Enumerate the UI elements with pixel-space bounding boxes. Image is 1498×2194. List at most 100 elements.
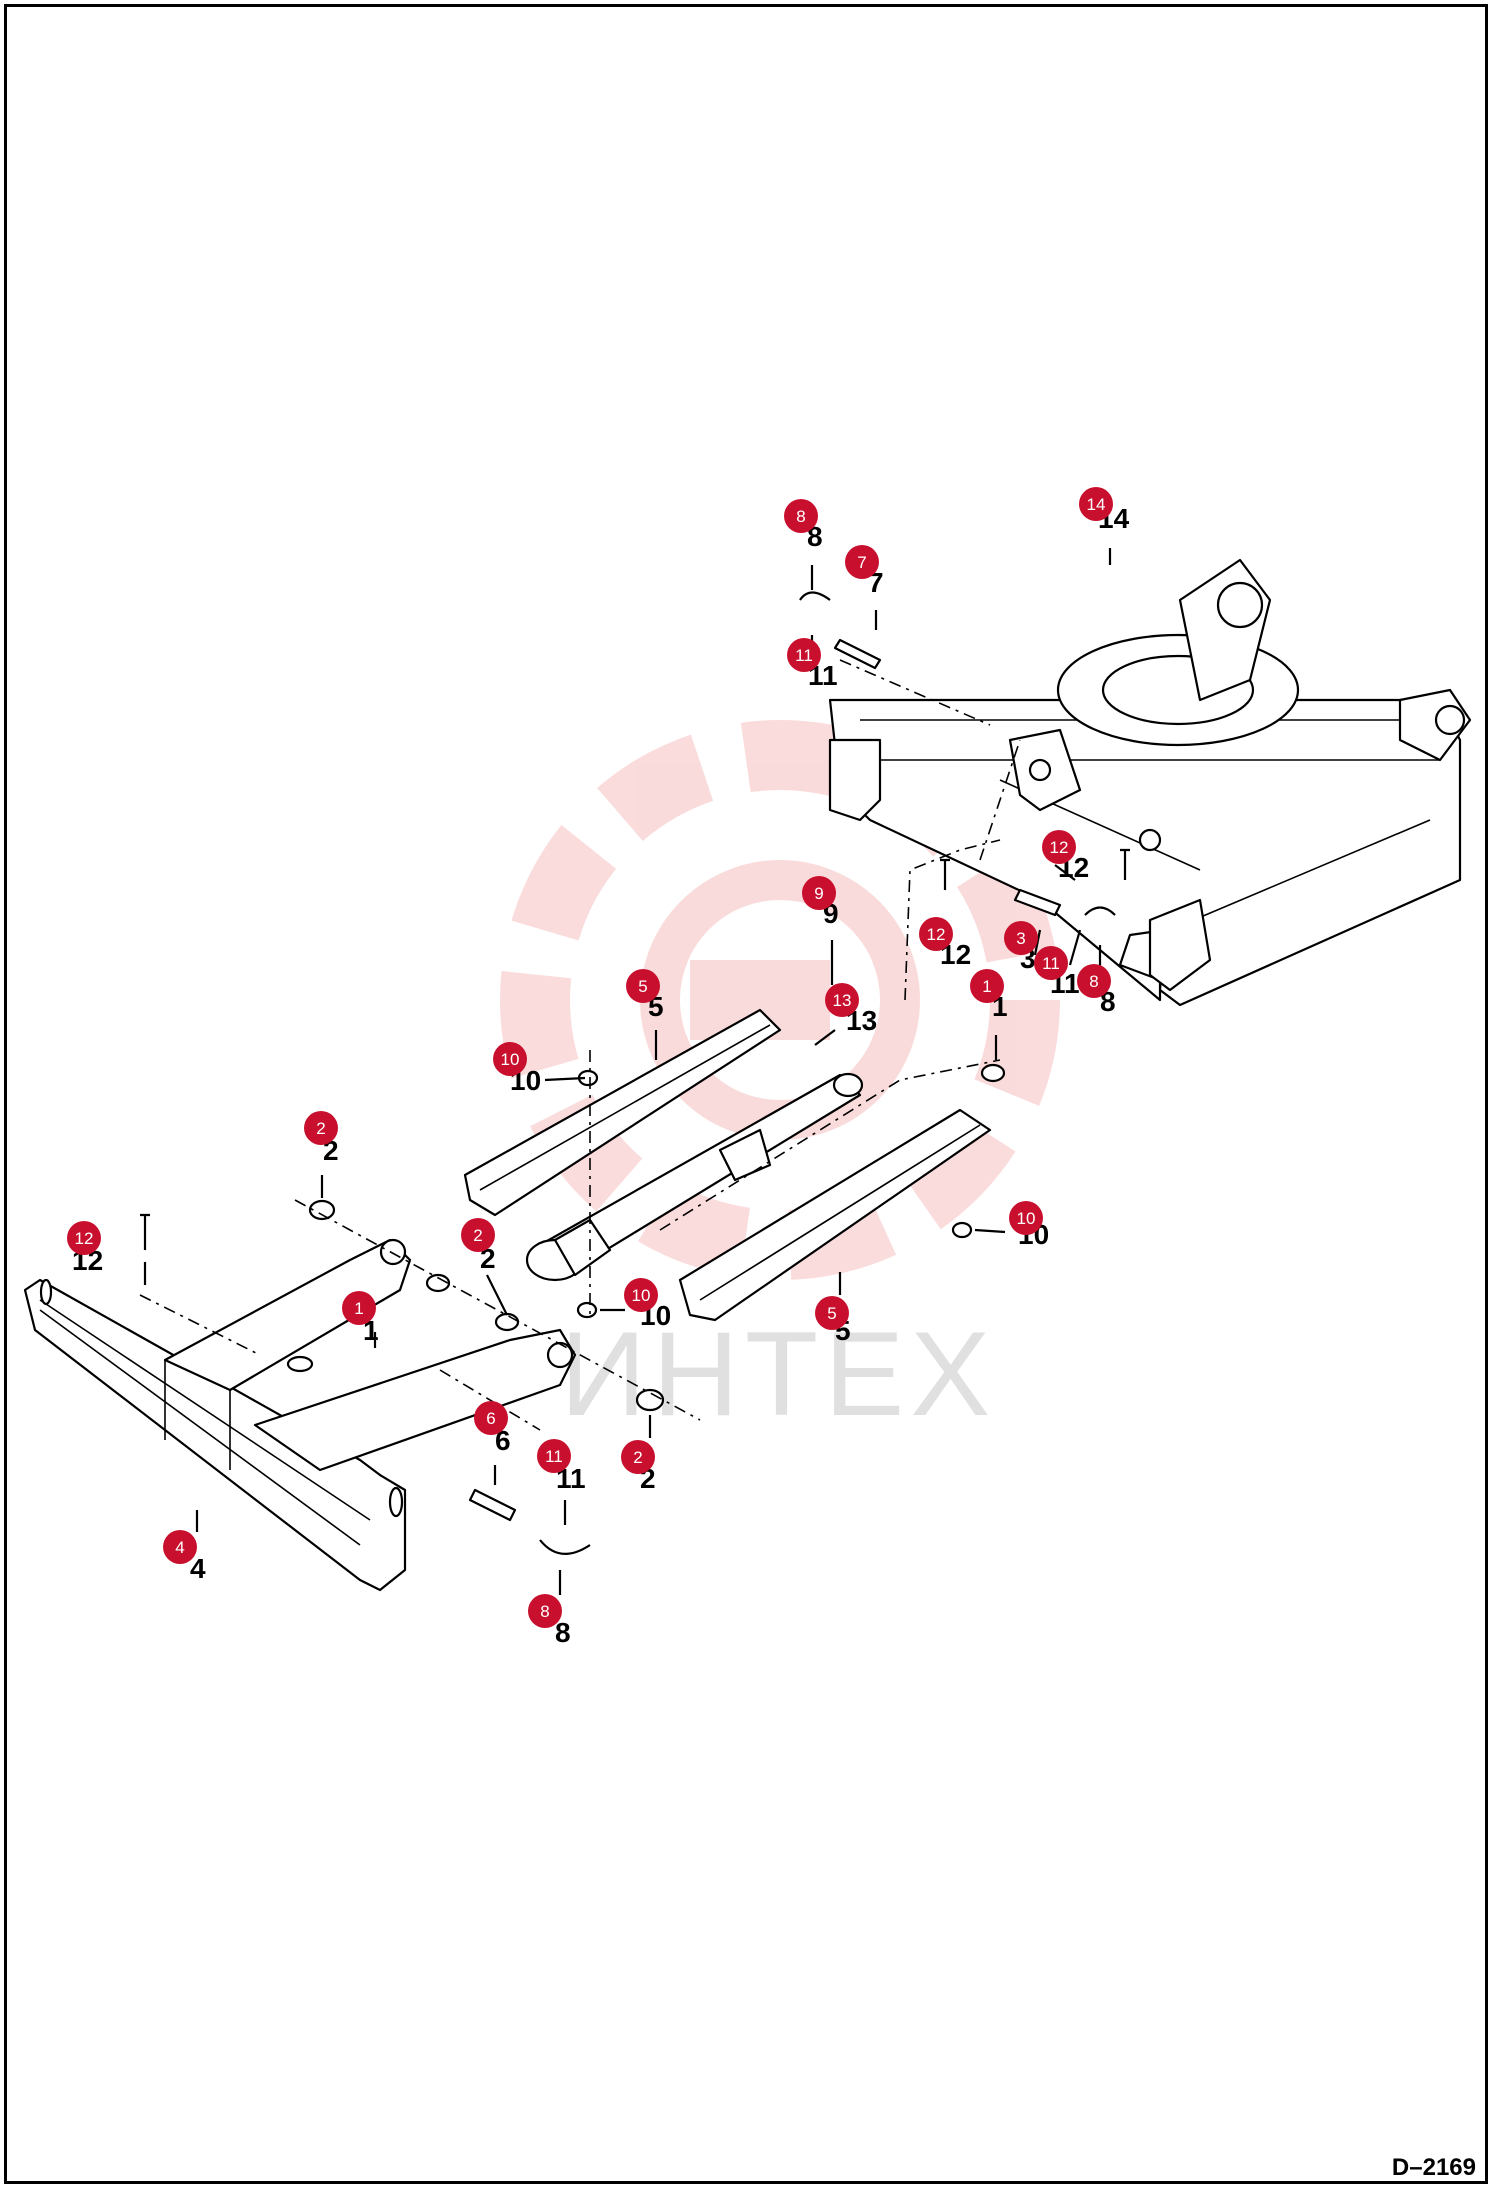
callout-badge-number: 12 — [927, 925, 946, 944]
callout-4: 44 — [163, 1510, 206, 1584]
callout-9: 99 — [802, 876, 839, 985]
callout-badge-number: 5 — [638, 977, 647, 996]
blade-arm-right — [253, 1328, 577, 1472]
assembly-centerlines — [139, 659, 1021, 1431]
callout-badge[interactable] — [474, 1401, 508, 1435]
leader-line — [544, 1076, 586, 1082]
cylinder-cover-upper — [463, 1008, 782, 1217]
callout-badge[interactable] — [1004, 921, 1038, 955]
callout-badge-number: 10 — [1017, 1209, 1036, 1228]
callout-badge[interactable] — [970, 969, 1004, 1003]
callout-badge-number: 10 — [632, 1286, 651, 1305]
callout-badge[interactable] — [621, 1440, 655, 1474]
drawing-code: D–2169 — [1391, 2154, 1476, 2181]
leader-line — [486, 1274, 508, 1316]
callout-badge[interactable] — [624, 1278, 658, 1312]
callout-badge[interactable] — [626, 969, 660, 1003]
callout-badge[interactable] — [528, 1594, 562, 1628]
callout-badge[interactable] — [845, 545, 879, 579]
blade-cylinder — [525, 1072, 864, 1282]
part-number-label: 8 — [555, 1617, 571, 1648]
callout-badge[interactable] — [304, 1111, 338, 1145]
callout-badge-number: 6 — [486, 1409, 495, 1428]
track-frame — [828, 558, 1472, 1007]
pins-washers-bolts — [140, 591, 1130, 1555]
callout-1: 11 — [970, 969, 1008, 1060]
callout-badge[interactable] — [1034, 946, 1068, 980]
callout-badge-number: 3 — [1016, 929, 1025, 948]
leader-line — [974, 1228, 1006, 1234]
callout-badge[interactable] — [919, 917, 953, 951]
callout-badge-number: 9 — [814, 884, 823, 903]
callout-1: 11 — [342, 1291, 379, 1348]
callout-3: 33 — [1004, 921, 1042, 974]
callout-badge[interactable] — [461, 1218, 495, 1252]
callout-5: 55 — [815, 1272, 851, 1346]
leader-line — [1068, 929, 1082, 966]
callout-badge-number: 12 — [75, 1229, 94, 1248]
callout-badge-number: 2 — [633, 1448, 642, 1467]
callout-badge[interactable] — [1042, 830, 1076, 864]
callout-badge[interactable] — [1079, 487, 1113, 521]
callout-badge-number: 8 — [796, 507, 805, 526]
callout-badge-number: 1 — [354, 1299, 363, 1318]
callout-badge[interactable] — [493, 1042, 527, 1076]
callout-5: 55 — [626, 969, 664, 1060]
callout-badge[interactable] — [67, 1221, 101, 1255]
callout-2: 22 — [461, 1218, 508, 1316]
callout-badge[interactable] — [802, 876, 836, 910]
callout-badge-number: 1 — [982, 977, 991, 996]
callout-badge-number: 11 — [1042, 954, 1060, 973]
callout-badge-number: 4 — [175, 1538, 184, 1557]
callout-badge[interactable] — [825, 983, 859, 1017]
callout-badge-number: 2 — [473, 1226, 482, 1245]
callout-badge-number: 12 — [1050, 838, 1069, 857]
callout-badge[interactable] — [1077, 964, 1111, 998]
callout-badge[interactable] — [537, 1439, 571, 1473]
callout-badge-number: 8 — [540, 1602, 549, 1621]
callout-badge-number: 7 — [857, 553, 866, 572]
callout-badge[interactable] — [342, 1291, 376, 1325]
callout-badge[interactable] — [1009, 1201, 1043, 1235]
leader-line — [814, 1029, 836, 1046]
part-number-label: 4 — [190, 1553, 206, 1584]
leader-line — [1033, 929, 1042, 956]
callout-6: 66 — [474, 1401, 511, 1485]
frame-front-lug — [828, 738, 882, 822]
callout-badge-number: 11 — [795, 646, 813, 665]
callout-badge[interactable] — [815, 1296, 849, 1330]
callout-badge-number: 13 — [833, 991, 852, 1010]
callout-8: 88 — [528, 1570, 571, 1648]
watermark-text: ИНТЕХ — [560, 1307, 996, 1441]
callout-badge-number: 2 — [316, 1119, 325, 1138]
dozer-blade-assembly — [23, 1238, 577, 1592]
callout-badge-number: 8 — [1089, 972, 1098, 991]
leader-line — [1054, 864, 1076, 881]
callout-badge-number: 14 — [1087, 495, 1106, 514]
callout-badge[interactable] — [784, 499, 818, 533]
callout-2: 22 — [304, 1111, 339, 1198]
drawing-frame — [4, 4, 1488, 2184]
callout-badge[interactable] — [787, 638, 821, 672]
callout-badge-number: 5 — [827, 1304, 836, 1323]
callout-badge[interactable] — [163, 1530, 197, 1564]
callout-8: 88 — [1077, 945, 1116, 1017]
callout-2: 22 — [621, 1415, 656, 1494]
callout-badge-number: 11 — [545, 1447, 563, 1466]
callout-badge-number: 10 — [501, 1050, 520, 1069]
callout-8: 88 — [784, 499, 823, 590]
callout-7: 77 — [845, 545, 884, 630]
